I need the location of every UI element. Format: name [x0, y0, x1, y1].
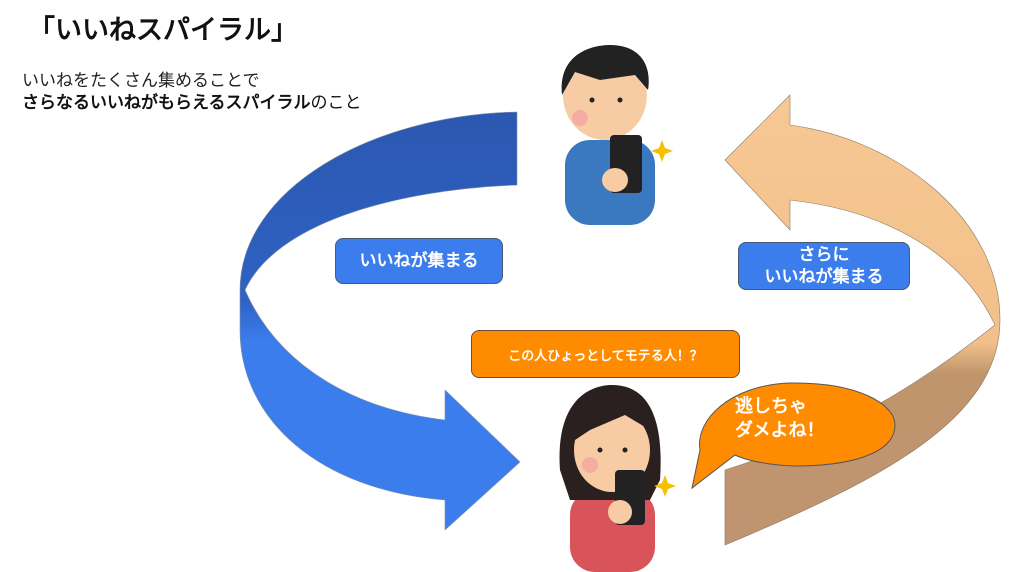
label-text: いいねが集まる	[359, 251, 479, 271]
label-text-line1: さらに	[798, 245, 850, 265]
bubble-line2: ダメよね！	[735, 420, 825, 441]
label-more-likes-gather: さらにいいねが集まる	[738, 242, 910, 290]
label-text-line2: いいねが集まる	[764, 267, 884, 287]
subtitle-line1: いいねをたくさん集めることで	[22, 71, 260, 91]
blue-curved-arrow	[239, 111, 521, 531]
page-title: 「いいねスパイラル」	[28, 15, 298, 46]
bubble-text: 逃しちゃダメよね！	[735, 395, 824, 443]
subtitle-bold: さらなるいいねがもらえるスパイラル	[22, 93, 311, 113]
boy-with-phone-illustration	[561, 45, 673, 225]
thought-text: この人ひょっとしてモテる人！？	[508, 348, 703, 364]
subtitle-line2: さらなるいいねがもらえるスパイラルのこと	[22, 88, 362, 113]
subtitle-rest: のこと	[310, 93, 362, 113]
thought-box: この人ひょっとしてモテる人！？	[471, 330, 740, 378]
tan-curved-arrow	[724, 94, 1001, 546]
label-likes-gather: いいねが集まる	[335, 238, 503, 284]
girl-with-phone-illustration	[559, 385, 676, 572]
speech-bubble	[691, 382, 896, 490]
bubble-line1: 逃しちゃ	[735, 396, 807, 417]
